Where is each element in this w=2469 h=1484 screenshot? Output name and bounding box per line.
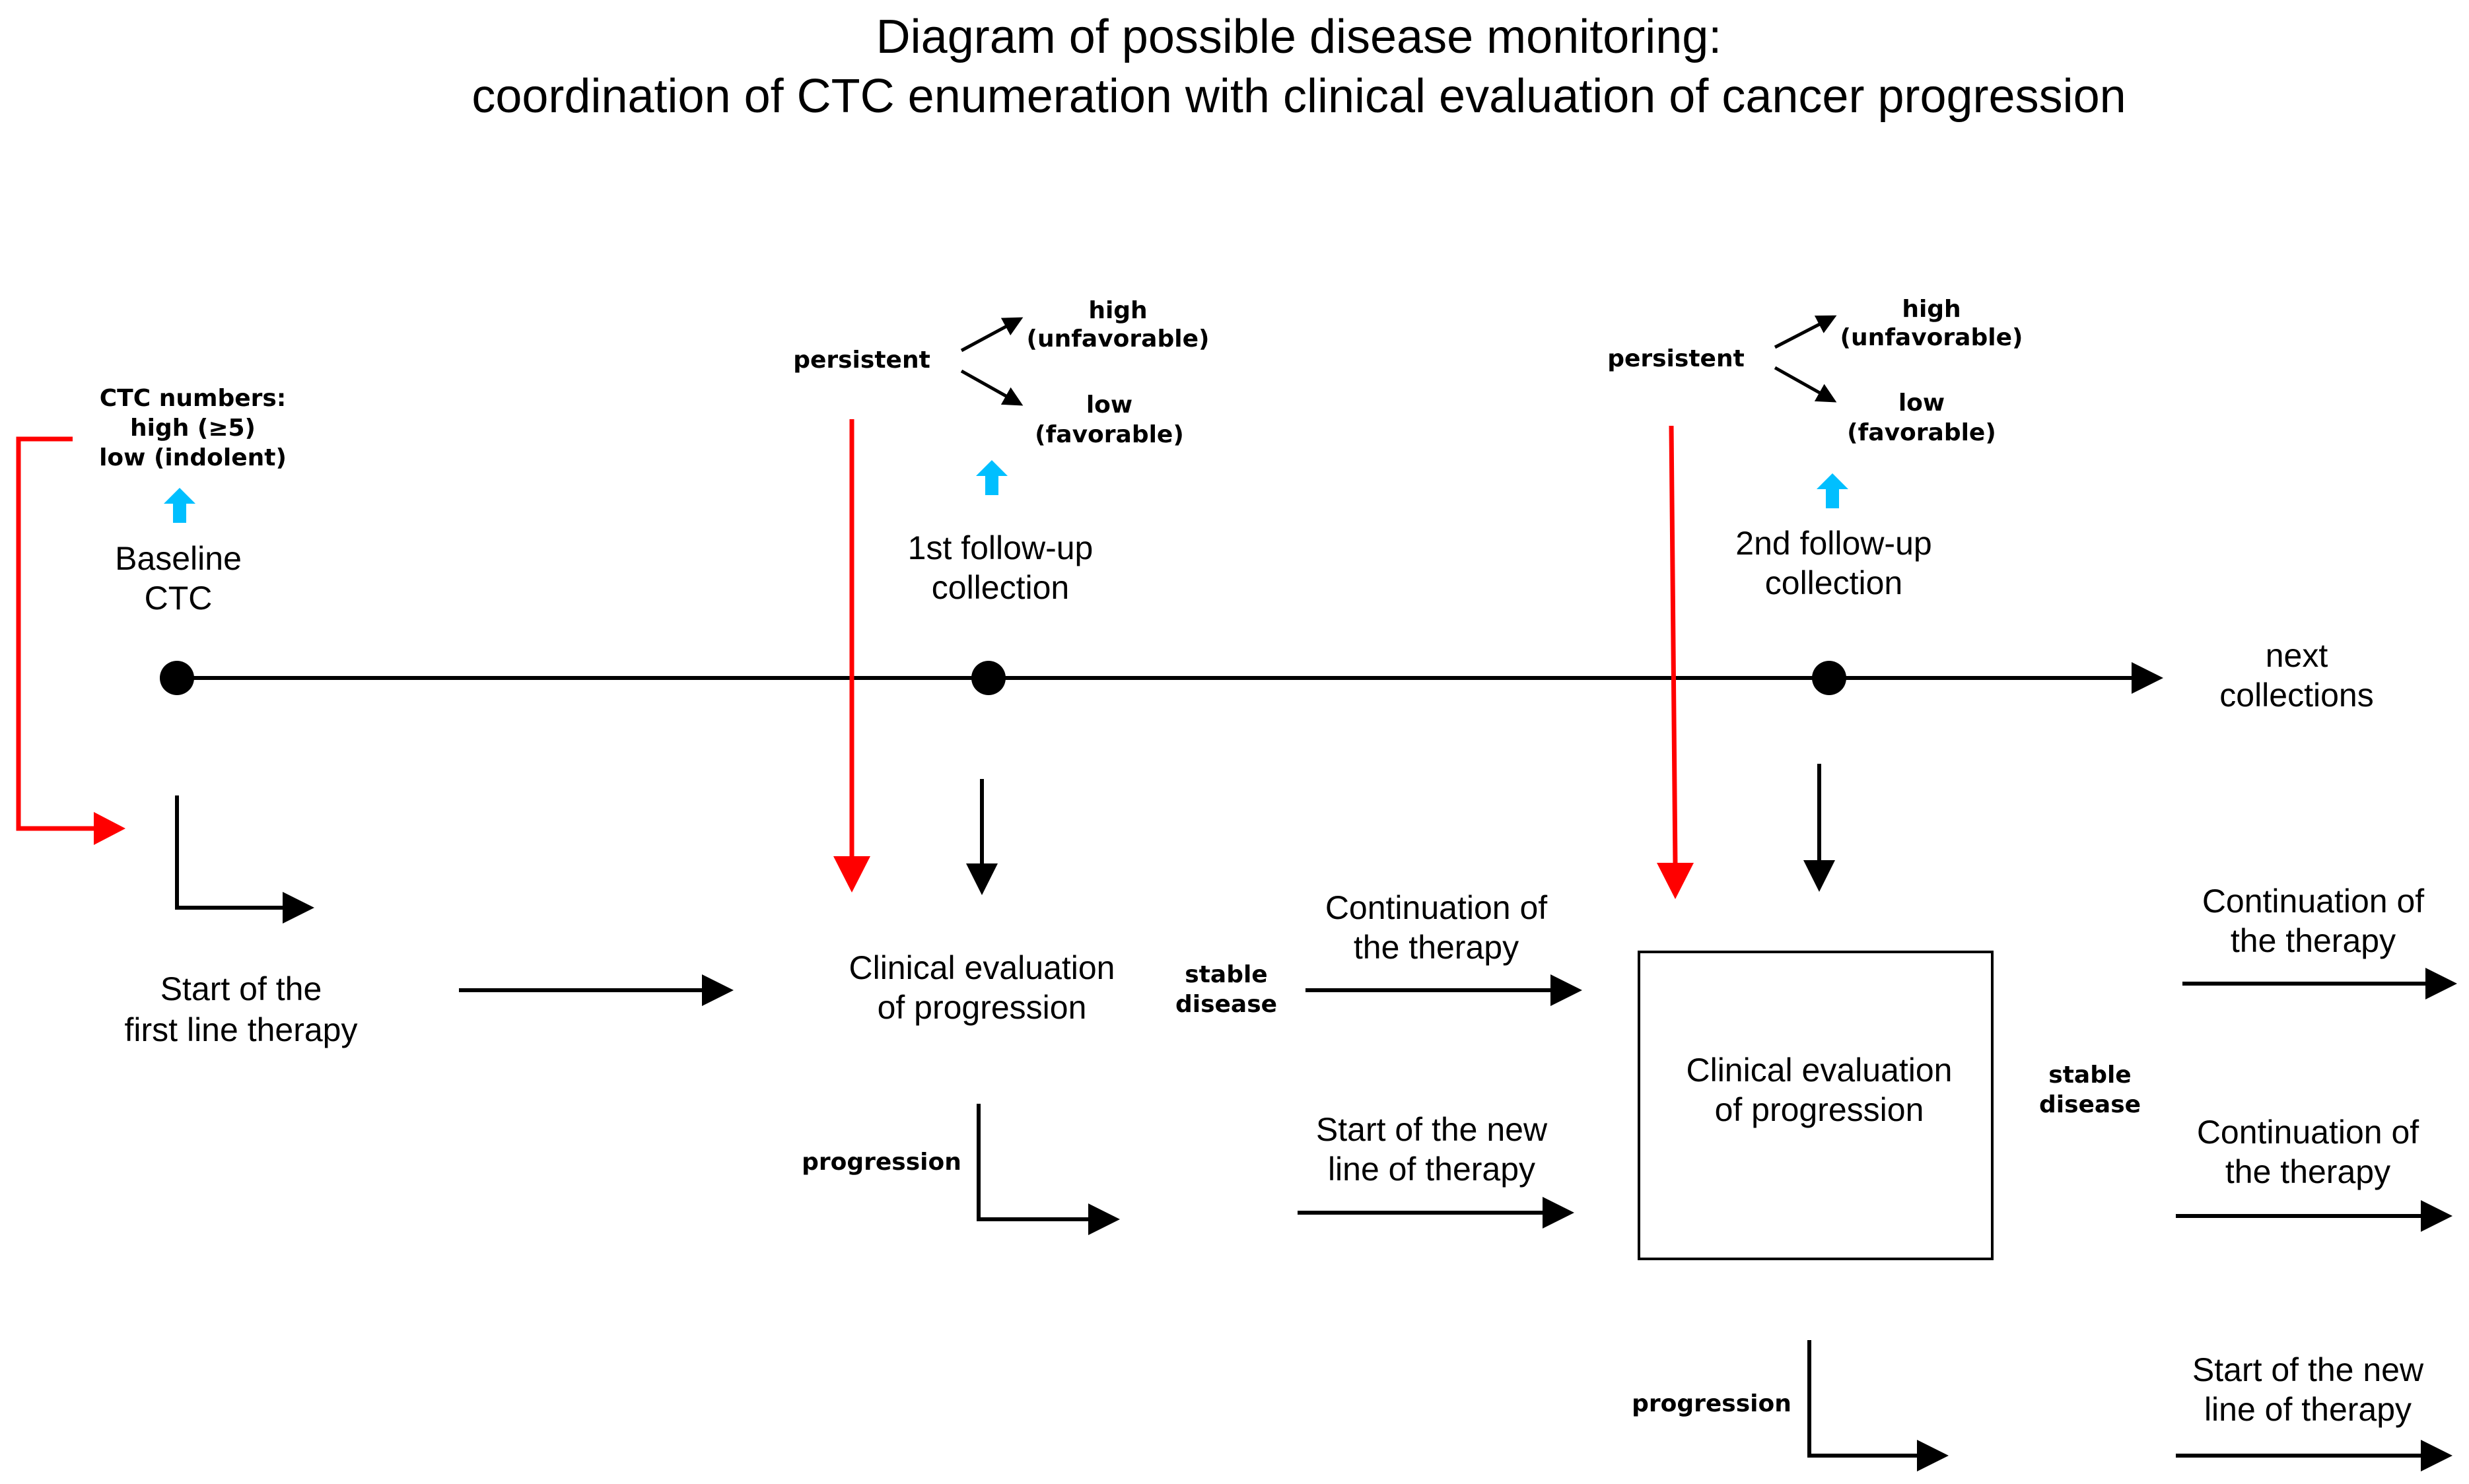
followup2-low-branch-arrow [1774,366,1837,403]
followup1-group: persistent high (unfavorable) low (favor… [793,297,1209,606]
diagram-title-line2: coordination of CTC enumeration with cli… [471,70,2126,123]
followup2-up-arrow-icon [1817,473,1848,508]
followup1-persistent-label: persistent [793,347,930,374]
baseline-label-line1: Baseline [115,540,242,577]
eval2-continuation-b-line1: Continuation of [2197,1114,2419,1151]
eval2-new-line-line2: line of therapy [2204,1391,2412,1428]
eval1-disease-label: disease [1175,991,1277,1018]
eval2-continuation-b-line2: the therapy [2225,1153,2390,1190]
baseline-red-arrowhead-icon [94,812,125,845]
followup1-high-note: (unfavorable) [1027,325,1210,353]
timeline [160,661,2163,695]
ctc-numbers-header: CTC numbers: [100,385,286,412]
next-collections-line1: next [2266,637,2328,674]
followup2-label-line1: 2nd follow-up [1735,525,1931,562]
feedback-arrows [16,419,1694,899]
next-collections-line2: collections [2219,677,2373,714]
ctc-low-label: low (indolent) [99,444,287,471]
followup2-timepoint-dot [1812,661,1846,695]
followup2-high-branch-arrow [1774,315,1837,349]
followup2-red-feedback-line [1669,425,1678,865]
followup1-high-branch-arrow [960,317,1024,353]
start-therapy-line2: first line therapy [125,1011,358,1048]
eval2-flow: Clinical evaluation of progression stabl… [1632,764,2457,1471]
followup2-red-arrowhead-icon [1657,863,1694,899]
eval1-new-line-line1: Start of the new [1316,1111,1548,1148]
eval2-new-line-line1: Start of the new [2192,1351,2424,1388]
eval1-progression-label: progression [802,1149,961,1176]
baseline-ctc-group: CTC numbers: high (≥5) low (indolent) Ba… [99,385,287,617]
eval1-continuation-line2: the therapy [1354,929,1519,966]
followup1-high-label: high [1088,297,1147,324]
eval2-continuation-a-line2: the therapy [2231,922,2396,959]
eval2-progression-elbow-arrow [1807,1340,1949,1471]
baseline-red-feedback-line [16,436,98,831]
eval1-progression-elbow-arrow [977,1104,1120,1235]
followup1-low-note: (favorable) [1035,421,1184,448]
followup2-high-label: high [1902,296,1961,323]
baseline-flow: Start of the first line therapy [125,795,734,1048]
followup1-timepoint-dot [971,661,1006,695]
followup1-up-arrow-icon [976,460,1008,495]
followup2-group: persistent high (unfavorable) low (favor… [1607,296,2023,601]
followup1-label-line2: collection [932,569,1069,606]
followup1-low-label: low [1086,391,1132,419]
eval2-label-line2: of progression [1715,1091,1924,1128]
eval1-flow: Clinical evaluation of progression stabl… [802,779,1582,1235]
eval2-disease-label: disease [2039,1091,2141,1118]
baseline-timepoint-dot [160,661,194,695]
followup2-low-label: low [1898,389,1945,417]
eval1-label-line2: of progression [878,989,1087,1026]
followup1-red-arrowhead-icon [833,856,870,893]
eval1-stable-label: stable [1185,961,1267,988]
followup2-low-note: (favorable) [1847,419,1996,446]
eval2-box [1638,951,1994,1260]
eval1-label-line1: Clinical evaluation [849,949,1115,986]
eval2-progression-label: progression [1632,1390,1791,1417]
followup2-label-line2: collection [1765,564,1902,601]
eval2-continuation-a-line1: Continuation of [2202,883,2424,920]
baseline-up-arrow-icon [164,488,195,523]
baseline-label-line2: CTC [145,580,213,617]
followup2-persistent-label: persistent [1607,345,1745,372]
eval1-new-line-line2: line of therapy [1328,1151,1535,1188]
followup1-low-branch-arrow [960,369,1024,406]
eval2-stable-label: stable [2048,1062,2131,1089]
eval1-continuation-line1: Continuation of [1325,889,1547,926]
followup2-high-note: (unfavorable) [1840,324,2023,351]
start-therapy-line1: Start of the [160,970,322,1007]
eval2-label-line1: Clinical evaluation [1686,1052,1952,1089]
ctc-high-label: high (≥5) [130,415,256,442]
baseline-elbow-arrow [175,795,314,924]
diagram-title-line1: Diagram of possible disease monitoring: [876,11,1722,63]
followup1-label-line1: 1st follow-up [908,529,1094,566]
